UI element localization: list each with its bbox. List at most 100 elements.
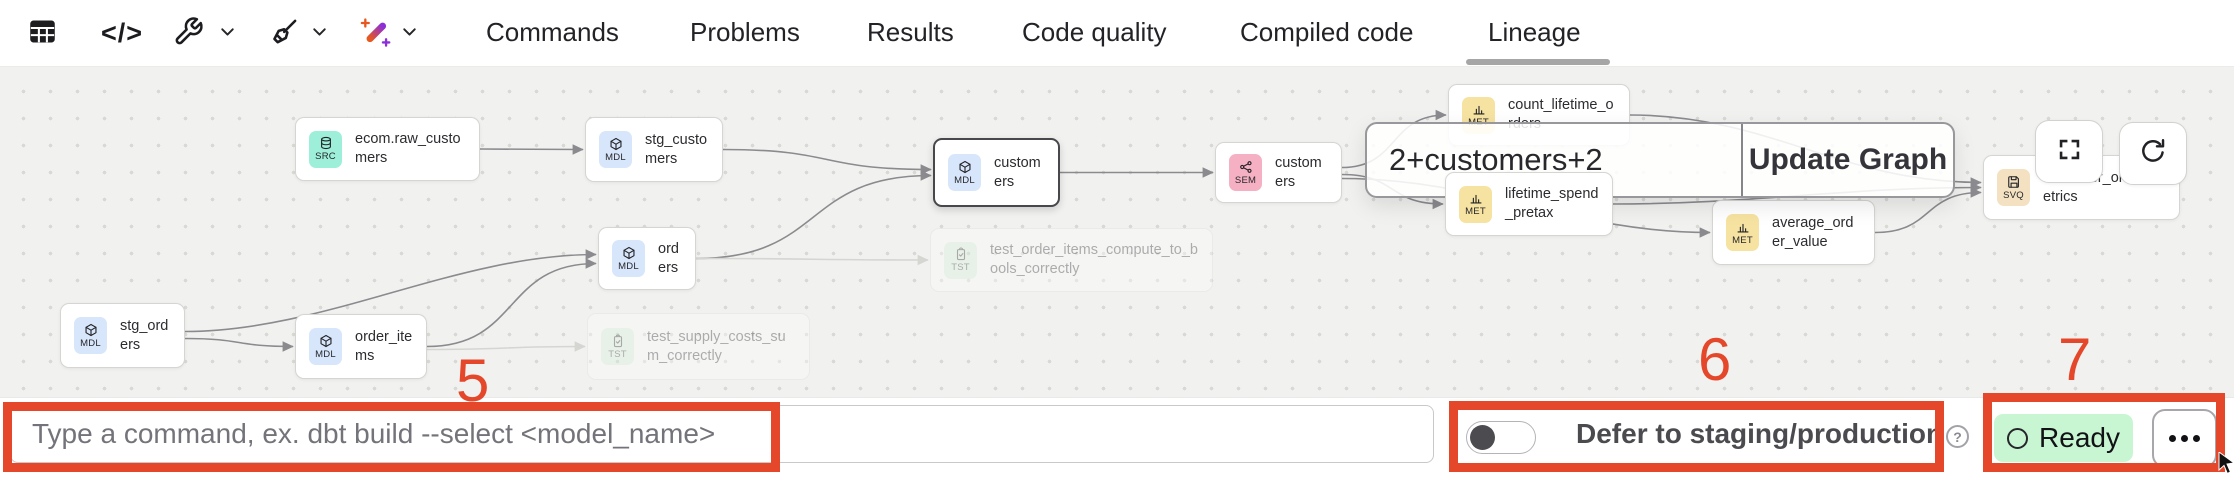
badge-type-label: MET: [1465, 206, 1486, 218]
met-badge: MET: [1459, 185, 1492, 223]
help-icon[interactable]: ?: [1946, 425, 1969, 448]
mdl-badge: MDL: [948, 154, 981, 191]
cleanup-button[interactable]: [268, 17, 299, 48]
chevron-down-icon: [217, 21, 238, 42]
command-input[interactable]: [10, 405, 1434, 463]
badge-type-label: MDL: [315, 348, 336, 360]
edge-average-order-value-to-customer-order-metrics: [1874, 187, 1982, 234]
edge-stg-customers-to-customers-model: [722, 148, 932, 175]
lineage-node-customers-model[interactable]: MDL customers: [933, 138, 1060, 207]
lineage-node-lifetime-spend-pretax[interactable]: MET lifetime_spend_pretax: [1445, 172, 1613, 236]
mdl-badge: MDL: [74, 317, 107, 354]
code-view-button[interactable]: </>: [101, 18, 143, 49]
lineage-node-average-order-value[interactable]: MET average_order_value: [1712, 200, 1875, 265]
cube-icon: [319, 334, 333, 348]
database-icon: [319, 136, 333, 150]
defer-toggle-label: Defer to staging/production: [1576, 417, 1944, 449]
badge-type-label: TST: [608, 348, 627, 360]
mdl-badge: MDL: [599, 131, 632, 168]
src-badge: SRC: [309, 130, 342, 168]
tab-code-quality[interactable]: Code quality: [1022, 16, 1167, 47]
badge-type-label: MDL: [80, 337, 101, 349]
svq-badge: SVQ: [1997, 169, 2030, 206]
magic-wand-icon: [359, 16, 392, 49]
build-tools-button[interactable]: [173, 16, 204, 47]
lineage-node-test-supply-costs[interactable]: TST test_supply_costs_sum_correctly: [587, 313, 810, 380]
cube-icon: [958, 160, 972, 174]
clipboard-check-icon: [954, 247, 968, 261]
lineage-node-orders[interactable]: MDL orders: [598, 227, 696, 290]
edge-orders-to-test-order-items: [695, 254, 929, 266]
defer-toggle[interactable]: [1466, 421, 1536, 454]
node-label: orders: [658, 240, 679, 276]
bar-chart-icon: [1469, 191, 1483, 205]
cube-icon: [609, 137, 623, 151]
status-ready-badge[interactable]: Ready: [1994, 414, 2133, 462]
update-graph-button[interactable]: Update Graph: [1748, 143, 1948, 176]
lineage-node-order-items[interactable]: MDL order_items: [295, 314, 427, 379]
bar-chart-icon: [1472, 102, 1486, 116]
table-icon: [26, 16, 59, 47]
table-view-button[interactable]: [26, 16, 59, 47]
node-label: customers: [1275, 154, 1322, 190]
badge-type-label: MDL: [618, 260, 639, 272]
edge-order-items-to-orders: [426, 258, 597, 348]
node-label: average_order_value: [1772, 214, 1854, 250]
command-bar: Defer to staging/production ? Ready: [0, 397, 2234, 478]
tab-lineage[interactable]: Lineage: [1488, 16, 1581, 47]
refresh-graph-button[interactable]: [2119, 122, 2187, 185]
tab-compiled-code[interactable]: Compiled code: [1240, 16, 1414, 47]
ai-assist-dropdown[interactable]: [399, 21, 420, 42]
chevron-down-icon: [309, 21, 330, 42]
node-label: stg_orders: [120, 317, 169, 353]
build-tools-dropdown[interactable]: [217, 21, 238, 42]
met-badge: MET: [1726, 214, 1759, 251]
lineage-node-ecom-raw-customers[interactable]: SRC ecom.raw_customers: [295, 117, 480, 181]
tab-commands[interactable]: Commands: [486, 16, 619, 47]
edge-order-items-to-test-supply-costs: [426, 341, 586, 352]
mdl-badge: MDL: [612, 240, 645, 277]
edge-stg-orders-to-order-items: [184, 337, 294, 352]
active-tab-underline: [1466, 59, 1610, 65]
more-options-button[interactable]: [2152, 409, 2217, 468]
ai-assist-button[interactable]: [359, 16, 392, 49]
node-label: stg_customers: [645, 131, 708, 167]
share-nodes-icon: [1239, 160, 1253, 174]
lineage-node-stg-customers[interactable]: MDL stg_customers: [585, 117, 723, 182]
node-label: lifetime_spend_pretax: [1505, 186, 1599, 221]
ellipsis-icon: [2193, 435, 2200, 442]
node-label: ecom.raw_customers: [355, 131, 461, 166]
cube-icon: [84, 323, 98, 337]
floppy-disk-icon: [2007, 175, 2021, 189]
badge-type-label: MDL: [605, 151, 626, 163]
tab-problems[interactable]: Problems: [690, 16, 800, 47]
ellipsis-icon: [2181, 435, 2188, 442]
fullscreen-button[interactable]: [2035, 120, 2103, 183]
badge-type-label: SVQ: [2003, 189, 2024, 201]
status-circle-icon: [2007, 427, 2029, 449]
badge-type-label: SRC: [315, 151, 336, 163]
cube-icon: [622, 246, 636, 260]
node-label: order_items: [355, 328, 413, 364]
node-label: test_supply_costs_sum_correctly: [647, 328, 786, 364]
editor-toolbar: </> Commands: [0, 0, 2234, 67]
badge-type-label: MET: [1732, 234, 1753, 246]
node-label: test_order_items_compute_to_bools_correc…: [990, 242, 1198, 277]
badge-type-label: SEM: [1234, 174, 1257, 186]
mdl-badge: MDL: [309, 328, 342, 365]
code-icon: </>: [101, 18, 144, 48]
node-label: customers: [994, 154, 1041, 190]
chevron-down-icon: [399, 21, 420, 42]
cleanup-dropdown[interactable]: [309, 21, 330, 42]
fullscreen-icon: [2056, 136, 2083, 168]
tst-badge: TST: [601, 328, 634, 365]
edge-orders-to-customers-model: [695, 170, 932, 260]
tab-results[interactable]: Results: [867, 16, 954, 47]
bar-chart-icon: [1736, 220, 1750, 234]
lineage-node-customers-semantic[interactable]: SEM customers: [1215, 142, 1342, 203]
lineage-node-stg-orders[interactable]: MDL stg_orders: [60, 303, 185, 368]
toggle-knob: [1470, 424, 1495, 450]
